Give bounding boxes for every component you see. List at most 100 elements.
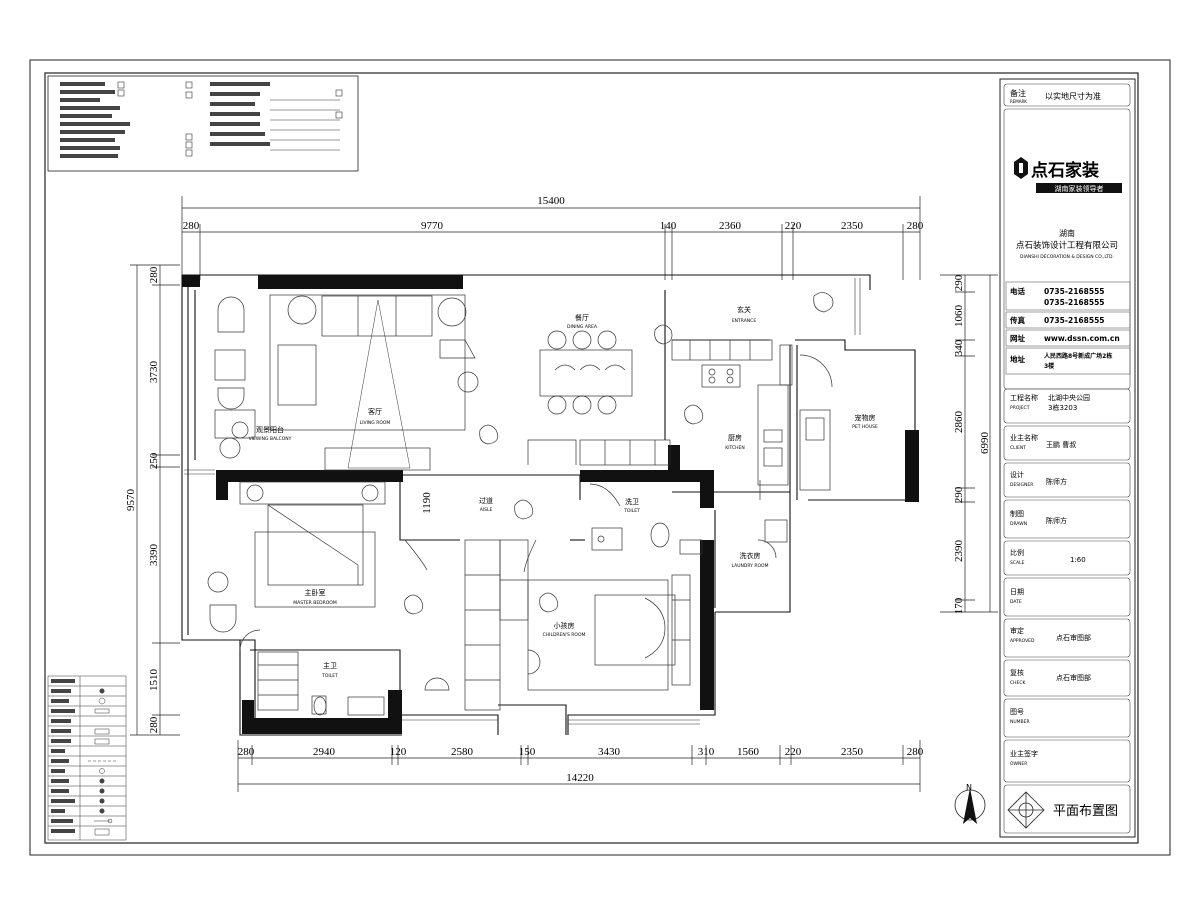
room-balcony-en: VIEWING BALCONY [249,436,292,442]
room-children-en: CHILDREN'S ROOM [543,632,586,638]
check-label: 复核 [1010,668,1024,677]
web-label: 网址 [1010,333,1026,343]
dim-right-3: 2860 [953,411,965,434]
dim-bottom-3: 2580 [451,746,474,758]
brand-tagline: 湖南家装领导者 [1055,184,1104,193]
num-label: 图号 [1010,708,1024,716]
dim-right-5: 2390 [953,540,965,563]
dim-bottom-total: 14220 [566,772,594,784]
symbol-legend [47,675,127,841]
dimension-lines [130,196,998,792]
dim-left-0: 280 [148,266,160,283]
fax: 0735-2168555 [1044,316,1105,325]
dim-left-total: 9570 [125,489,137,512]
project-1: 北湖中央公园 [1048,393,1090,402]
dim-bottom-10: 280 [907,746,924,758]
client-label: 业主名称 [1010,433,1038,442]
dim-top-0: 280 [183,220,200,232]
dim-aisle: 1190 [421,492,433,514]
fax-label: 传真 [1009,315,1026,325]
room-master-en: MASTER BEDROOM [293,600,337,606]
dim-top-6: 280 [907,220,924,232]
dim-bottom-6: 310 [698,746,715,758]
check-sub: CHECK [1010,680,1027,686]
addr-2: 3楼 [1044,362,1054,370]
room-dining: 餐厅 [575,313,589,322]
room-pet: 宠物房 [855,413,876,422]
remark-value: 以实地尺寸为准 [1045,91,1101,101]
room-laundry: 洗衣房 [740,551,761,560]
check: 点石审图部 [1056,673,1091,682]
inner-border [44,72,1139,844]
project-label: 工程名称 [1010,393,1038,402]
design-label: 设计 [1010,470,1024,479]
project-2: 3栋3203 [1048,403,1077,412]
dim-right-0: 290 [953,274,965,291]
solid-walls [182,275,919,734]
room-entrance-en: ENTRANCE [732,318,756,324]
dim-top-total: 15400 [537,195,565,207]
dim-left-3: 3390 [148,544,160,567]
room-dining-en: DINING AREA [567,324,598,330]
sheet-emblem-icon [1007,791,1045,829]
remark-label: 备注 [1010,88,1026,98]
web: www.dssn.com.cn [1044,334,1120,343]
draw-sub: DRAWN [1010,521,1027,527]
scale-label: 比例 [1010,548,1024,557]
dim-right-6: 170 [953,597,965,614]
window-lines [184,278,861,725]
room-aisle-en: AISLE [480,507,493,513]
dim-top-4: 220 [785,220,802,232]
outer-border [29,59,1171,856]
design: 陈师方 [1046,477,1067,486]
project-sub: PROJECT [1010,405,1030,411]
approve-sub: APPROVED [1010,638,1035,644]
dim-bottom-2: 120 [390,746,407,758]
dim-bottom-4: 150 [519,746,536,758]
addr-1: 人民西路8号新成广场2栋 [1044,352,1112,360]
date-sub: DATE [1010,599,1022,605]
dim-bottom-0: 280 [238,746,255,758]
sign-sub: OWNER [1010,761,1027,767]
dim-left-5: 280 [148,716,160,733]
room-master: 主卧室 [305,588,326,597]
brand-name: 点石家装 [1031,160,1099,181]
draw: 陈师方 [1046,516,1067,525]
room-entrance: 玄关 [737,305,751,314]
room-pet-en: PET HOUSE [852,424,878,430]
design-sub: DESIGNER [1010,482,1033,488]
room-toilet-b: 主卫 [323,661,337,670]
scale-sub: SCALE [1010,560,1025,566]
room-balcony: 观景阳台 [256,425,284,434]
room-labels: 客厅 LIVING ROOM 餐厅 DINING AREA 玄关 ENTRANC… [249,305,878,679]
room-toilet-b-en: TOILET [321,673,338,679]
client-sub: CLIENT [1010,445,1026,451]
furniture [207,292,834,716]
design-notes-box [47,75,359,172]
dim-right-total: 6990 [979,432,991,455]
room-kitchen-en: KITCHEN [725,445,745,451]
dim-top-1: 9770 [421,220,444,232]
approve-label: 审定 [1010,626,1024,635]
company-name: 点石装饰设计工程有限公司 [1016,240,1118,251]
dim-bottom-8: 220 [785,746,802,758]
room-children: 小孩房 [554,621,575,630]
room-living: 客厅 [368,407,382,416]
company-region: 湖南 [1059,228,1075,238]
tel-label: 电话 [1010,286,1026,296]
dim-bottom-7: 1560 [737,746,760,758]
room-living-en: LIVING ROOM [360,420,391,426]
dim-bottom-5: 3430 [598,746,621,758]
client: 王鹏 曹叔 [1046,440,1076,449]
north-arrow-icon: N [954,783,986,824]
dim-right-2: 340 [953,339,965,356]
sheet-title: 平面布置图 [1053,804,1118,819]
title-block: 备注 REMARK 以实地尺寸为准 点石家装 湖南家装领导者 湖南 点石装饰设计… [999,78,1136,838]
dimension-text: 15400 280 9770 140 2360 220 2350 280 142… [125,195,991,784]
sign-label: 业主签字 [1010,749,1038,758]
dim-top-3: 2360 [719,220,742,232]
dim-left-1: 3730 [148,361,160,384]
remark-sub: REMARK [1010,99,1027,104]
tel-2: 0735-2168555 [1044,298,1105,307]
